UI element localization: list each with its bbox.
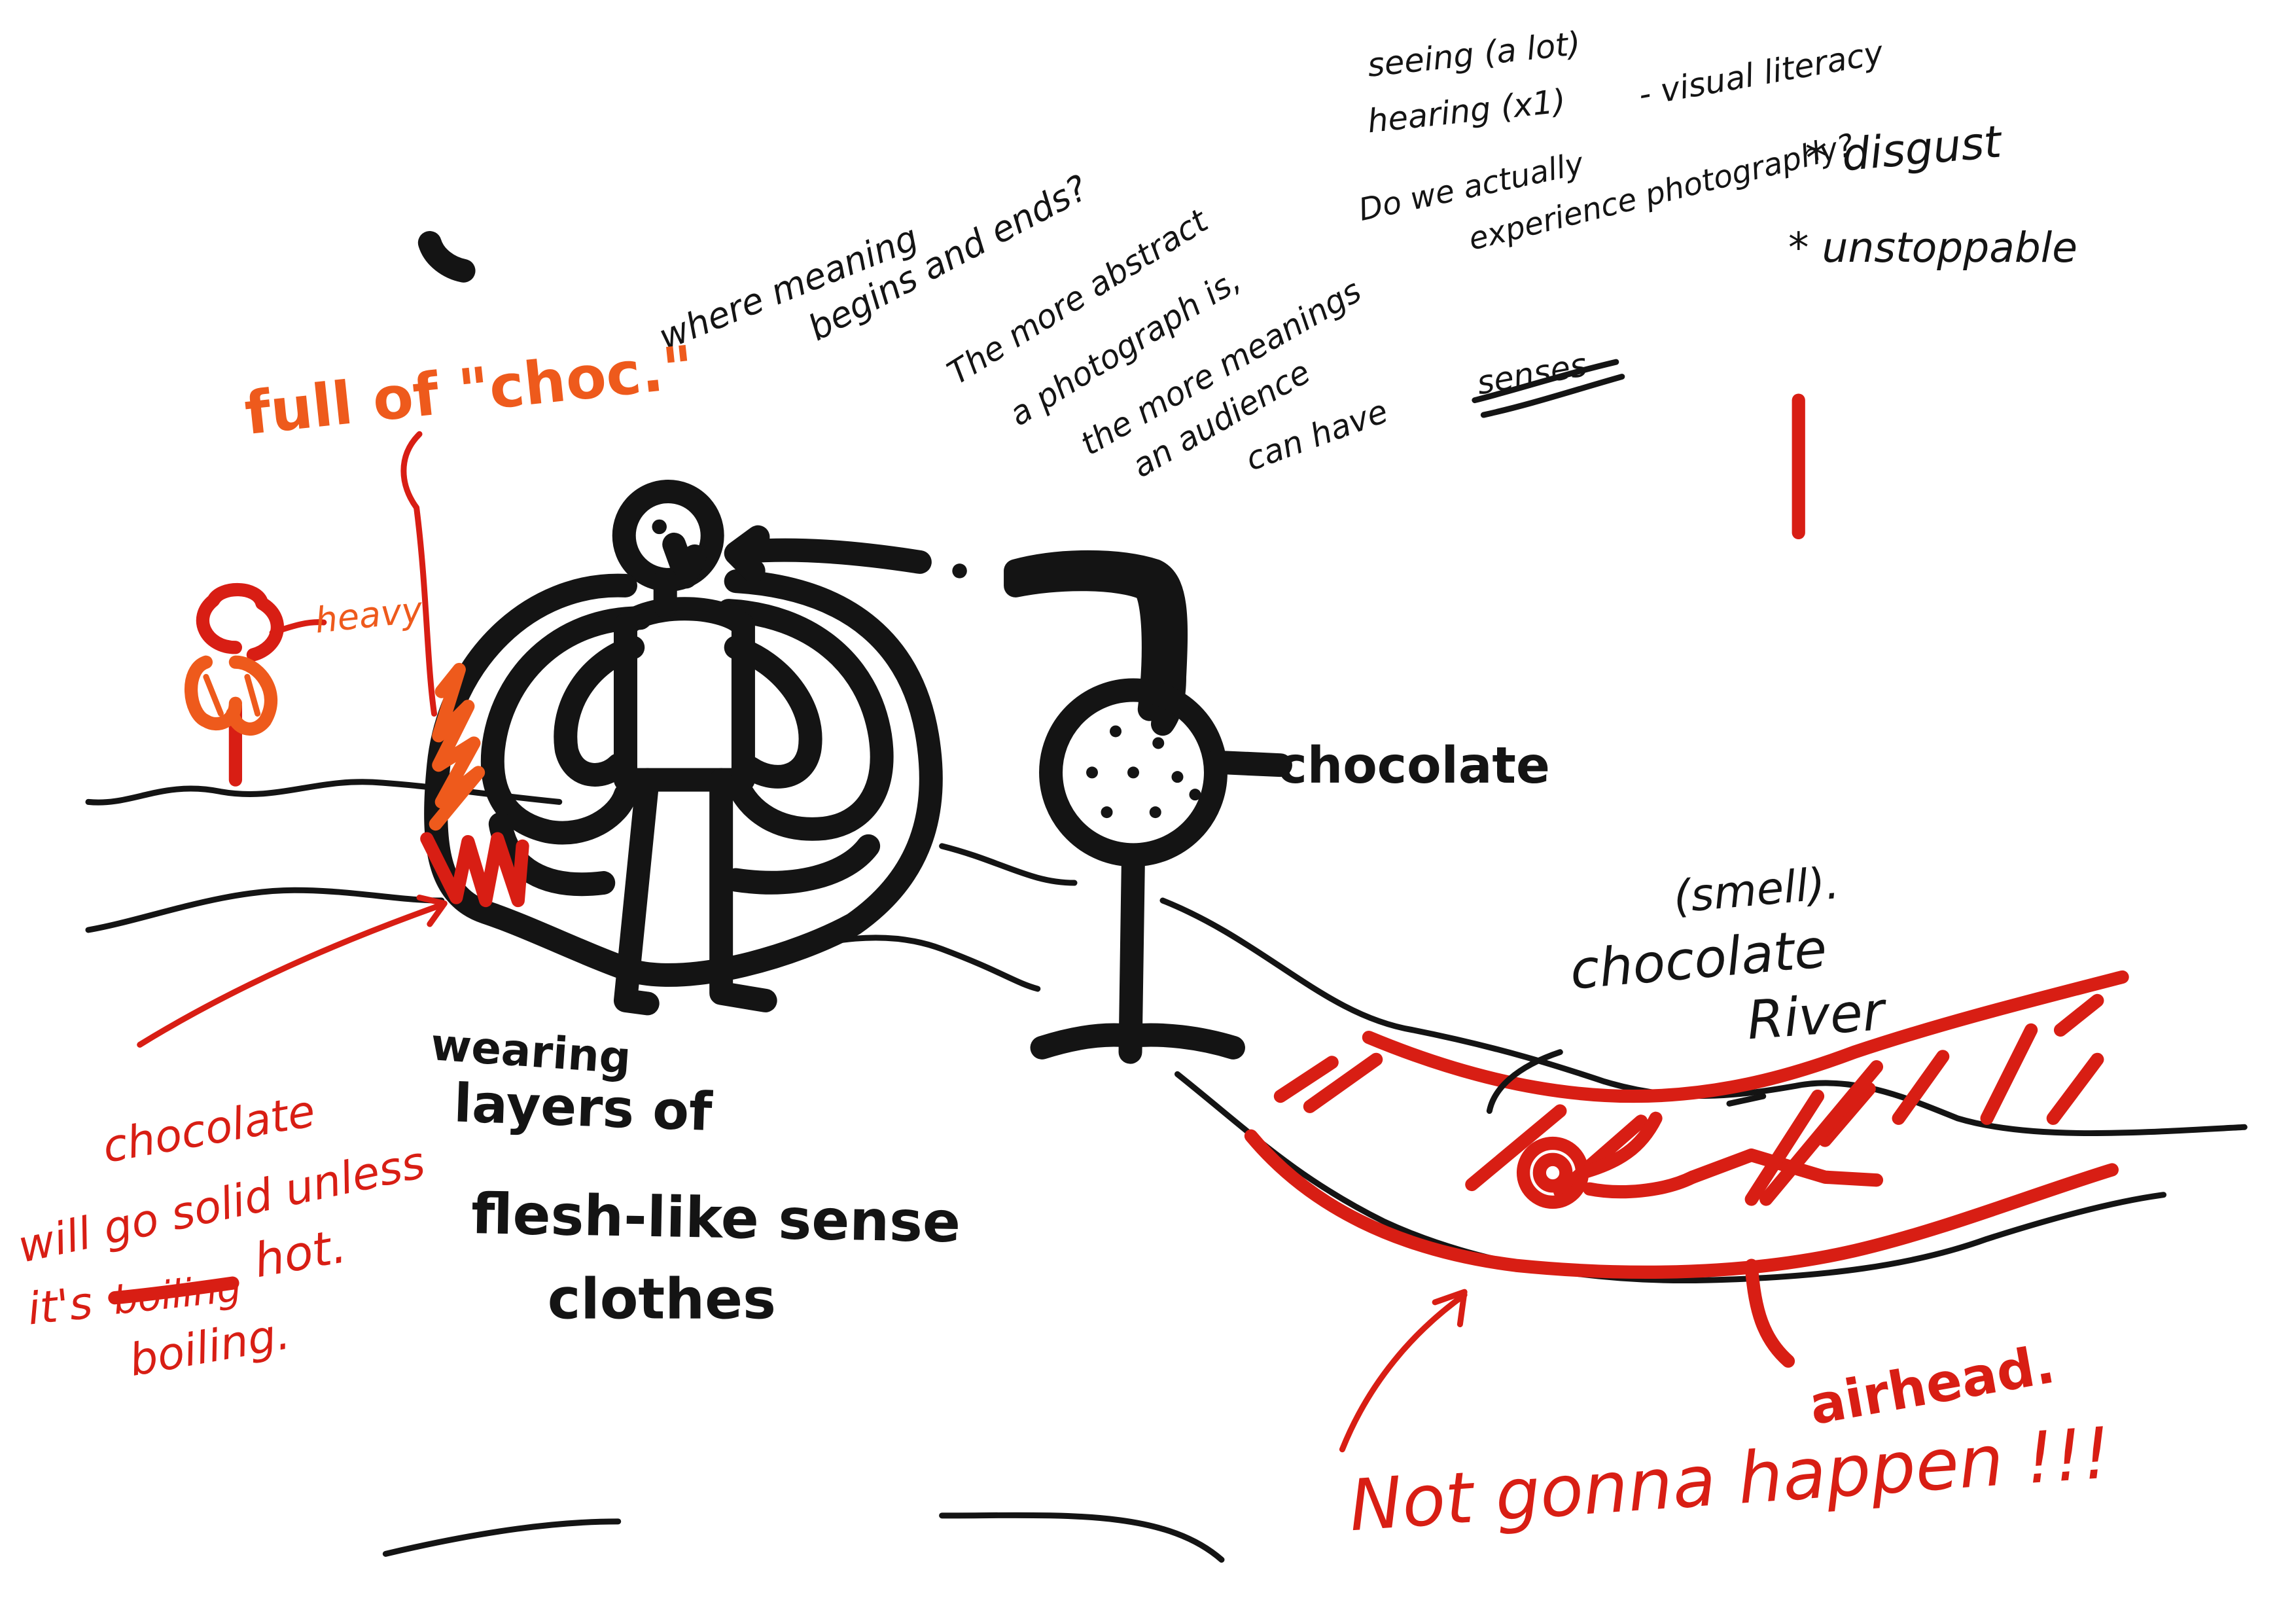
note-solid-line1: chocolate — [99, 1084, 319, 1173]
flask-dots — [1086, 725, 1201, 819]
river-pointer-tick — [1726, 1093, 1767, 1107]
flask-stem — [1118, 844, 1146, 1064]
label-chocolate: chocolate — [1277, 737, 1549, 795]
figure-eye — [652, 519, 667, 535]
cloak-inner-right-2 — [724, 635, 822, 789]
figure-mark-top — [417, 231, 476, 283]
chocolate-flask — [1004, 550, 1292, 1064]
senses-underline — [1472, 359, 1619, 404]
cloak-inner-left-2 — [554, 635, 645, 787]
river-red-upper — [1362, 970, 2129, 1103]
full-of-choc-pointer — [400, 431, 438, 717]
label-layers-of: layers of — [453, 1073, 714, 1143]
note-seeing: seeing (a lot) — [1366, 24, 1582, 84]
note-visual-literacy: - visual literacy — [1636, 33, 1886, 114]
river-pointer-line — [1486, 1049, 1563, 1115]
chocolate-river — [1244, 970, 2129, 1453]
airhead-pointer — [1744, 1258, 1795, 1368]
river-bank-lower — [1174, 1071, 2167, 1283]
label-heavy: heavy — [313, 589, 425, 641]
note-solid-line2: will go solid unless — [14, 1136, 429, 1273]
not-gonna-happen-arrow — [1339, 1289, 1468, 1453]
river-red-lower — [1244, 1129, 2119, 1279]
label-flesh-like: flesh-like sense — [470, 1182, 961, 1255]
bottom-hill-right — [939, 1512, 1225, 1563]
cloak-inner-left — [480, 606, 652, 845]
flask-label-line — [1203, 750, 1292, 777]
heat-scribble — [137, 431, 529, 1048]
label-clothes: clothes — [548, 1268, 776, 1332]
label-chocolate-river-2: River — [1745, 981, 1889, 1052]
hill-line-lower — [85, 887, 445, 933]
senses-underline-2 — [1480, 374, 1625, 418]
note-disgust: * disgust — [1804, 115, 2005, 184]
swimmer-figure — [1516, 1060, 1884, 1209]
river-hatching — [1273, 993, 2104, 1199]
label-smell: (smell). — [1671, 857, 1841, 923]
label-not-gonna-happen: Not gonna happen !!! — [1347, 1412, 2113, 1547]
figure-dot — [952, 563, 967, 579]
figure-beak — [662, 532, 707, 589]
bottom-hill-left — [382, 1518, 622, 1557]
note-full-of-choc: full of "choc." — [241, 334, 697, 448]
figure-pointer-arrow — [724, 525, 932, 583]
note-hearing: hearing (x1) — [1366, 82, 1567, 140]
figure-left-leg — [613, 768, 660, 1016]
figure-torso — [613, 597, 755, 792]
flask-base — [1030, 1023, 1245, 1060]
ground-line-right-start — [939, 843, 1078, 886]
note-solid-line3-b: hot. — [250, 1218, 350, 1288]
figure-right-leg — [709, 768, 777, 1012]
orange-tree — [185, 582, 327, 787]
strikethrough — [108, 1276, 239, 1305]
text-annotations: where meaning begins and ends? full of "… — [14, 24, 2113, 1547]
note-unstoppable: * unstoppable — [1788, 224, 2077, 272]
cloak-inner-right — [716, 599, 894, 841]
note-solid-line3-a: it's — [25, 1277, 95, 1335]
